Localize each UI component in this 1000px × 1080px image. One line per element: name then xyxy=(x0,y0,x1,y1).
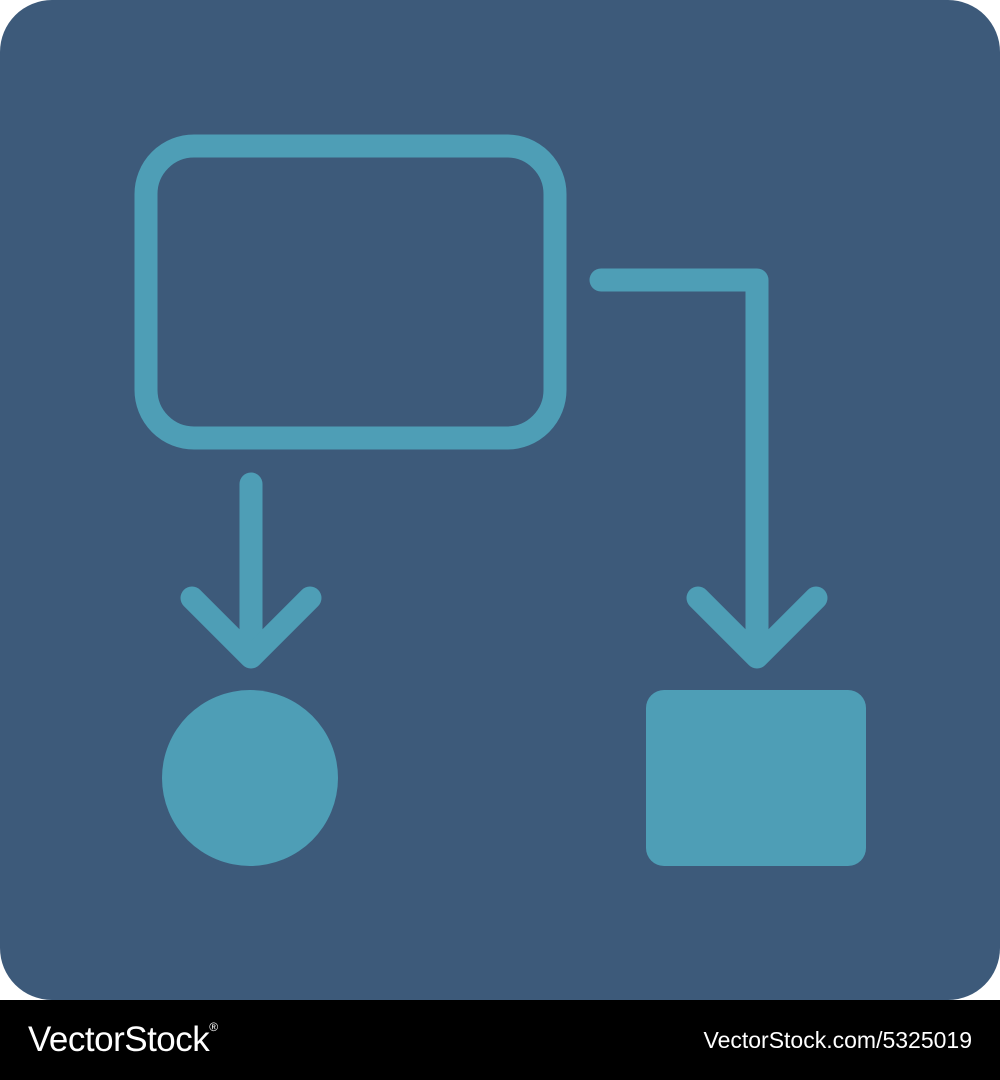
scheme-icon-tile xyxy=(0,0,1000,1000)
scheme-icon xyxy=(0,0,1000,1000)
left-arrow-head xyxy=(180,586,322,669)
result-box xyxy=(646,690,866,866)
right-arrow-head xyxy=(686,586,828,669)
terminal-circle xyxy=(162,690,338,866)
vectorstock-logo: VectorStock® xyxy=(28,1020,218,1059)
process-box-outline xyxy=(134,134,567,450)
watermark-footer: VectorStock® VectorStock.com/5325019 xyxy=(0,1000,1000,1080)
stock-id-text: VectorStock.com/5325019 xyxy=(703,1026,973,1053)
connector-line xyxy=(589,268,769,667)
